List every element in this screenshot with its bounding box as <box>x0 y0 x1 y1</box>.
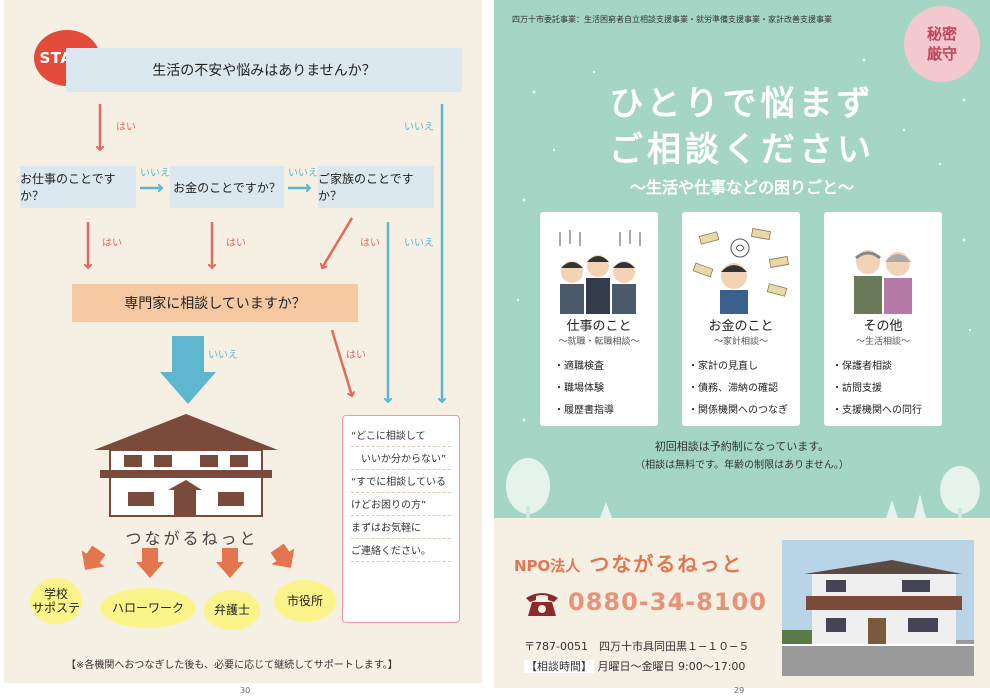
card-other-subtitle: 〜生活相談〜 <box>855 337 910 347</box>
bubble-school: 学校 サポステ <box>30 578 82 624</box>
question-work: お仕事のことですか？ <box>20 166 136 208</box>
hours-value: 月曜日〜金曜日 9:00〜17:00 <box>597 660 746 673</box>
card-work: 仕事のこと 〜就職・転職相談〜 ・適職検査 ・職場体験 ・履歴書指導 <box>540 212 658 426</box>
money-worry-illustration <box>692 228 790 314</box>
main-title-line1: ひとりで悩まず <box>609 84 875 124</box>
tree-left <box>506 458 550 520</box>
question-family-text: ご家族のことですか？ <box>318 172 414 203</box>
page-number-left: 30 <box>240 686 251 695</box>
card-work-list: ・適職検査 ・職場体験 ・履歴書指導 <box>554 356 654 422</box>
no-label-top: いいえ <box>404 122 434 133</box>
question-family: ご家族のことですか？ <box>318 166 434 208</box>
left-footer-note: 【※各機関へおつなぎした後も、必要に応じて継続してサポートします。】 <box>66 660 398 671</box>
yes-label-1: はい <box>116 122 136 133</box>
message-line: ご連絡ください。 <box>351 539 451 562</box>
page-bottom-strip <box>494 688 990 700</box>
elderly-couple-illustration <box>854 250 912 314</box>
yes-label-expert: はい <box>346 350 366 361</box>
list-item: ・支援機関への同行 <box>832 405 922 416</box>
org-prefix: NPO法人 <box>514 557 581 575</box>
bubble-lawyer-text: 弁護士 <box>213 603 250 617</box>
list-item: ・家計の見直し <box>688 361 758 372</box>
bubble-hellowork: ハローワーク <box>100 588 196 628</box>
message-line: “どこに相談して <box>351 424 451 447</box>
contact-band: NPO法人 つながるねっと 0880-34-8100 〒787-0051 四万十… <box>494 518 990 688</box>
address: 〒787-0051 四万十市具同田黒１−１０−５ <box>524 640 750 653</box>
flowchart-panel: START 生活の不安や悩みはありませんか？ はい いいえ お仕事のことですか？… <box>4 0 482 683</box>
org-name: つながるねっと <box>589 552 744 576</box>
list-item: ・訪問支援 <box>832 383 882 394</box>
card-money-list: ・家計の見直し ・債務、滞納の確認 ・関係機関へのつなぎ <box>688 356 788 422</box>
card-other-list: ・保護者相談 ・訪問支援 ・支援機関への同行 <box>832 356 932 422</box>
house-name: つながるねっと <box>125 529 259 548</box>
yes-label-family: はい <box>360 238 380 249</box>
project-description: 四万十市委託事業：生活困窮者自立相談支援事業・就労準備支援事業・家計改善支援事業 <box>512 15 832 24</box>
no-label-money: いいえ <box>288 168 318 179</box>
yes-label-money: はい <box>226 238 246 249</box>
card-money-subtitle: 〜家計相談〜 <box>713 337 768 347</box>
list-item: ・保護者相談 <box>832 361 892 372</box>
consultation-hours: 【相談時間】 月曜日〜金曜日 9:00〜17:00 <box>524 658 745 674</box>
office-building-photo <box>782 540 974 676</box>
no-label-family: いいえ <box>404 238 434 249</box>
question-expert-text: 専門家に相談していますか？ <box>124 296 306 312</box>
list-item: ・職場体験 <box>554 383 604 394</box>
destination-arrows <box>81 543 295 578</box>
card-work-subtitle: 〜就職・転職相談〜 <box>558 337 640 347</box>
message-line: けどお困りの方” <box>351 493 451 516</box>
flow-arrows <box>81 104 451 614</box>
question-worries: 生活の不安や悩みはありませんか？ <box>66 48 462 92</box>
telephone-icon <box>526 593 558 616</box>
bubble-lawyer: 弁護士 <box>204 590 260 630</box>
main-title-line2: ご相談ください <box>609 130 875 170</box>
organization-line: NPO法人 つながるねっと <box>514 548 743 577</box>
message-box: “どこに相談して いいか分からない” “すでに相談している けどお困りの方” ま… <box>342 415 460 623</box>
question-money: お金のことですか？ <box>170 166 284 208</box>
message-line: “すでに相談している <box>351 470 451 493</box>
no-label-expert: いいえ <box>208 350 238 361</box>
message-line: いいか分からない” <box>351 447 451 470</box>
subtitle: 〜生活や仕事などの困りごと〜 <box>629 178 854 197</box>
question-work-text: お仕事のことですか？ <box>20 172 116 203</box>
card-other-title: その他 <box>863 319 903 334</box>
no-label-work: いいえ <box>140 168 170 179</box>
message-line: まずはお気軽に <box>351 516 451 539</box>
yes-arrows <box>88 104 352 396</box>
bubble-school-text: 学校 サポステ <box>31 587 80 615</box>
bubble-cityhall-text: 市役所 <box>286 594 323 608</box>
workers-illustration <box>559 230 641 314</box>
list-item: ・適職検査 <box>554 361 604 372</box>
list-item: ・履歴書指導 <box>554 405 614 416</box>
confidential-badge-line1: 秘密 <box>926 25 957 43</box>
question-expert: 専門家に相談していますか？ <box>72 284 358 322</box>
big-down-arrow <box>160 336 216 404</box>
list-item: ・関係機関へのつなぎ <box>688 405 788 416</box>
phone-number[interactable]: 0880-34-8100 <box>568 588 767 616</box>
card-money: お金のこと 〜家計相談〜 ・家計の見直し ・債務、滞納の確認 ・関係機関へのつな… <box>682 212 800 426</box>
bubble-hellowork-text: ハローワーク <box>111 601 184 615</box>
bubble-cityhall: 市役所 <box>274 580 336 622</box>
free-note: （相談は無料です。年齢の制限はありません。） <box>635 460 849 471</box>
snow-decoration <box>506 58 980 520</box>
right-page: 四万十市委託事業：生活困窮者自立相談支援事業・就労準備支援事業・家計改善支援事業… <box>494 0 990 700</box>
tree-right <box>940 466 980 520</box>
left-page: START 生活の不安や悩みはありませんか？ はい いいえ お仕事のことですか？… <box>0 0 484 700</box>
confidential-badge-line2: 厳守 <box>926 45 957 63</box>
no-arrows <box>140 104 442 402</box>
card-work-title: 仕事のこと <box>566 319 632 334</box>
list-item: ・債務、滞納の確認 <box>688 383 778 394</box>
confidential-badge: 秘密 厳守 <box>904 6 980 82</box>
hours-label: 【相談時間】 <box>524 660 594 673</box>
yes-label-work: はい <box>102 238 122 249</box>
house-illustration <box>94 414 278 517</box>
reservation-note: 初回相談は予約制になっています。 <box>654 440 830 453</box>
page-number-right: 29 <box>734 686 745 695</box>
card-other: その他 〜生活相談〜 ・保護者相談 ・訪問支援 ・支援機関への同行 <box>824 212 942 426</box>
question-worries-text: 生活の不安や悩みはありませんか？ <box>152 63 376 79</box>
card-money-title: お金のこと <box>708 319 774 334</box>
question-money-text: お金のことですか？ <box>173 180 281 195</box>
